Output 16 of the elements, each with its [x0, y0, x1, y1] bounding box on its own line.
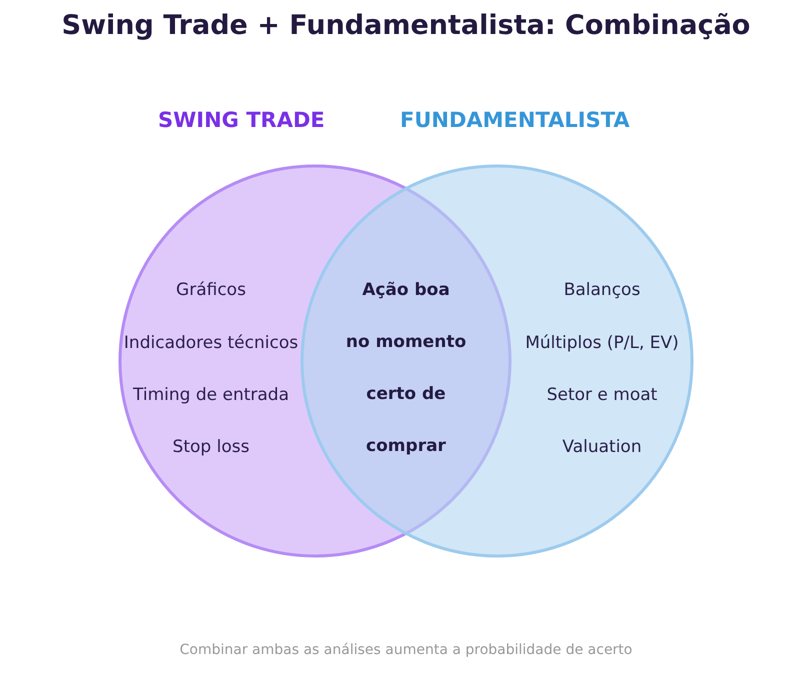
diagram-title: Swing Trade + Fundamentalista: Combinação: [60, 10, 752, 41]
set-item: Valuation: [562, 437, 642, 457]
set-heading: FUNDAMENTALISTA: [400, 108, 630, 132]
overlap-text: comprar: [366, 436, 446, 456]
set-item: Timing de entrada: [133, 385, 289, 405]
set-item: Stop loss: [172, 437, 250, 457]
set-item: Múltiplos (P/L, EV): [525, 333, 679, 353]
overlap-text: Ação boa: [362, 280, 450, 300]
set-item: Balanços: [564, 280, 640, 300]
set-item: Indicadores técnicos: [124, 333, 298, 353]
overlap-text: no momento: [346, 332, 466, 352]
set-item: Gráficos: [176, 280, 246, 300]
set-item: Setor e moat: [546, 385, 658, 405]
overlap-text: certo de: [366, 384, 446, 404]
caption: Combinar ambas as análises aumenta a probabilidade de acerto: [178, 642, 634, 658]
set-heading: SWING TRADE: [158, 108, 325, 132]
